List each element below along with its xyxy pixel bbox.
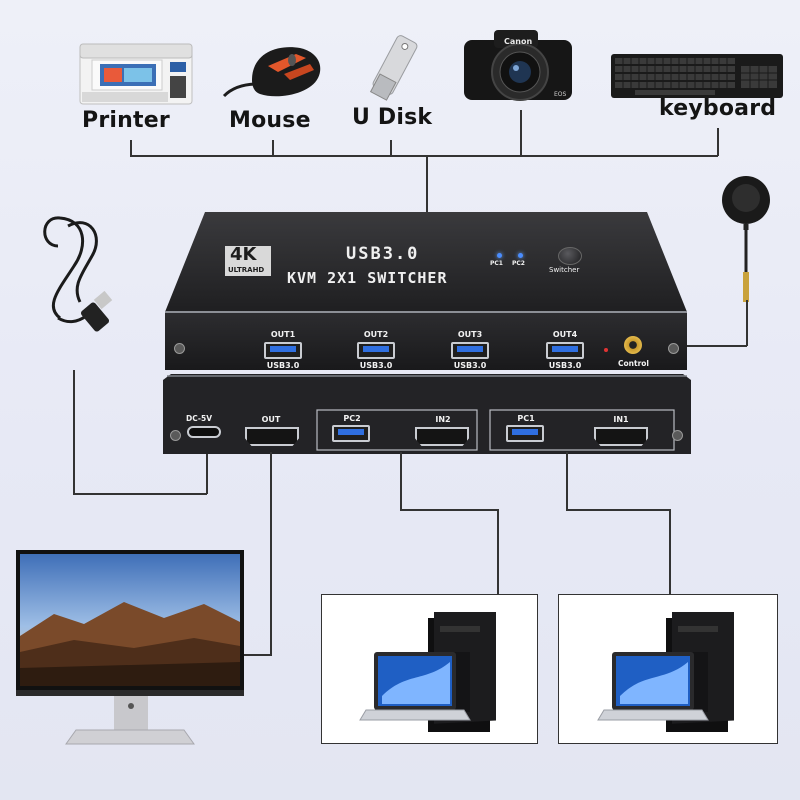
- pc1-computers-image: [597, 612, 734, 732]
- led-pc2: [518, 253, 523, 258]
- control-jack[interactable]: [624, 336, 642, 354]
- pc1-wire-v2: [669, 509, 671, 595]
- camera-model-text: EOS: [554, 91, 567, 98]
- usb-out-port-2-group: OUT2 USB3.0: [351, 330, 401, 370]
- led-pc2-label: PC2: [512, 260, 525, 267]
- hdmi-out-label: OUT: [261, 415, 281, 424]
- keyboard-drop-wire: [717, 128, 719, 156]
- control-button-image: [722, 176, 770, 302]
- switcher-button-label: Switcher: [549, 266, 580, 274]
- monitor-wire-h: [244, 654, 272, 656]
- usb-out-port-3-sub: USB3.0: [453, 361, 487, 370]
- pc2-wire-v: [400, 452, 402, 510]
- switch-title-usb: USB3.0: [346, 244, 420, 264]
- usb-out-port-3-name: OUT3: [457, 330, 483, 339]
- camera-brand-text: Canon: [504, 37, 532, 46]
- hdmi-in1-port[interactable]: [594, 427, 648, 446]
- udisk-label: U Disk: [352, 105, 433, 130]
- pc1-wire-v: [566, 452, 568, 510]
- usb-out-port-3-group: OUT3 USB3.0: [445, 330, 495, 370]
- mouse-label: Mouse: [229, 108, 311, 133]
- printer-drop-wire: [130, 140, 132, 156]
- usb-out-port-4-group: OUT4 USB3.0: [540, 330, 590, 370]
- printer-label: Printer: [82, 108, 170, 133]
- usb-out-port-2-name: OUT2: [363, 330, 389, 339]
- dc-wire-h: [73, 493, 207, 495]
- bus-to-switch-wire: [426, 155, 428, 213]
- usb-cable-image: [43, 216, 113, 332]
- udisk-image: [369, 35, 418, 101]
- usb-out-port-1[interactable]: [264, 342, 302, 359]
- hdmi-in2-port[interactable]: [415, 427, 469, 446]
- camera-image: Canon EOS: [464, 30, 572, 101]
- keyboard-image: [611, 54, 783, 98]
- usb-out-port-2-sub: USB3.0: [359, 361, 393, 370]
- screw-bottom-right: [672, 430, 683, 441]
- usb-out-port-1-sub: USB3.0: [266, 361, 300, 370]
- pc2-computers-image: [359, 612, 496, 732]
- switcher-button[interactable]: [558, 247, 582, 265]
- screw-top-left: [174, 343, 185, 354]
- mouse-image: [222, 47, 321, 98]
- camera-drop-wire: [520, 110, 522, 156]
- hdmi-in2-label: IN2: [435, 415, 451, 424]
- dc-port-label: DC-5V: [186, 414, 213, 423]
- pc1-wire-h: [566, 509, 670, 511]
- control-wire-v: [746, 300, 748, 346]
- usb-out-port-1-group: OUT1 USB3.0: [258, 330, 308, 370]
- screw-bottom-left: [170, 430, 181, 441]
- usb-pc2-port[interactable]: [332, 425, 370, 442]
- led-pc1: [497, 253, 502, 258]
- power-led: [604, 348, 608, 352]
- screw-top-right: [668, 343, 679, 354]
- usb-out-port-4-sub: USB3.0: [548, 361, 582, 370]
- hdmi-in1-label: IN1: [613, 415, 629, 424]
- control-jack-label: Control: [618, 359, 650, 368]
- control-wire-h: [680, 345, 747, 347]
- badge-ultrahd: ULTRAHD: [228, 266, 265, 274]
- hdmi-out-port[interactable]: [245, 427, 299, 446]
- kvm-switch-top: [165, 212, 687, 370]
- usb-out-port-4[interactable]: [546, 342, 584, 359]
- usb-out-port-4-name: OUT4: [552, 330, 578, 339]
- usb-out-port-3[interactable]: [451, 342, 489, 359]
- pc2-wire-v2: [497, 509, 499, 595]
- dc-5v-port[interactable]: [187, 426, 221, 438]
- printer-image: [79, 43, 193, 105]
- monitor-wire-v: [270, 452, 272, 655]
- usb-pc1-port[interactable]: [506, 425, 544, 442]
- badge-4k: 4K: [230, 244, 257, 265]
- switch-title-kvm: KVM 2X1 SWITCHER: [287, 269, 448, 287]
- monitor-image: [16, 550, 244, 745]
- dc-wire-v1: [73, 370, 75, 494]
- usb-out-port-2[interactable]: [357, 342, 395, 359]
- keyboard-label: keyboard: [659, 96, 777, 121]
- usb-out-port-1-name: OUT1: [270, 330, 296, 339]
- usb-pc1-label: PC1: [517, 414, 535, 423]
- pc2-wire-h: [400, 509, 498, 511]
- mouse-drop-wire: [272, 140, 274, 156]
- dc-wire-v2: [206, 446, 208, 494]
- led-pc1-label: PC1: [490, 260, 503, 267]
- udisk-drop-wire: [390, 140, 392, 156]
- top-bus-wire: [130, 155, 718, 157]
- usb-pc2-label: PC2: [343, 414, 361, 423]
